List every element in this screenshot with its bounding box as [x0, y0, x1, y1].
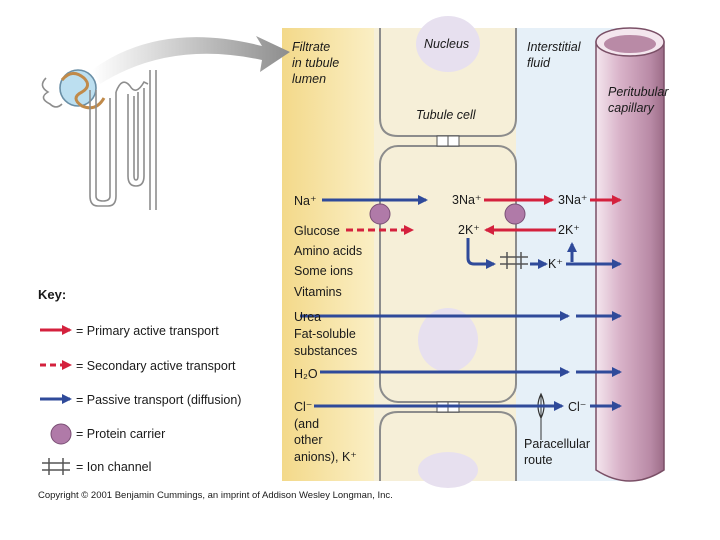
key-primary-label: = Primary active transport	[76, 324, 219, 338]
key-carrier-icon	[50, 423, 72, 445]
capillary-label-2: capillary	[608, 101, 655, 115]
label-others-3: anions), K⁺	[294, 450, 357, 464]
interstitial-label-2: fluid	[527, 56, 551, 70]
capillary-label-1: Peritubular	[608, 85, 669, 99]
key-channel-icon	[42, 458, 70, 475]
label-fat-1: Fat-soluble	[294, 327, 356, 341]
copyright: Copyright © 2001 Benjamin Cummings, an i…	[38, 490, 393, 501]
nucleus-middle	[418, 308, 478, 372]
zoom-arrow	[92, 36, 290, 84]
lumen-label-1: Filtrate	[292, 40, 330, 54]
interstitial-label-1: Interstitial	[527, 40, 582, 54]
key-passive-label: = Passive transport (diffusion)	[76, 393, 241, 407]
label-others-2: other	[294, 433, 323, 447]
label-2k-cell: 2K⁺	[458, 223, 480, 237]
protein-carrier-apical	[369, 203, 391, 225]
label-glucose: Glucose	[294, 224, 340, 238]
label-some-ions: Some ions	[294, 264, 353, 278]
nucleus-label: Nucleus	[424, 37, 469, 51]
key-carrier-label: = Protein carrier	[76, 427, 165, 441]
label-urea: Urea	[294, 310, 321, 324]
key-channel-label: = Ion channel	[76, 460, 151, 474]
ion-channel-basolateral	[500, 252, 528, 269]
label-na: Na⁺	[294, 194, 317, 208]
lumen-label-3: lumen	[292, 72, 326, 86]
nucleus-bottom	[418, 452, 478, 488]
label-k-out: K⁺	[548, 257, 563, 271]
label-paracellular-1: Paracellular	[524, 437, 590, 451]
tubule-cell-label: Tubule cell	[416, 108, 477, 122]
key-title: Key:	[38, 287, 66, 302]
transport-arrows	[300, 195, 622, 411]
label-cl-out: Cl⁻	[568, 400, 586, 414]
label-cl: Cl⁻	[294, 400, 312, 414]
label-3na-cell: 3Na⁺	[452, 193, 482, 207]
protein-carrier-basolateral	[504, 203, 526, 225]
label-h2o: H₂O	[294, 367, 318, 381]
arrow-k-leak	[466, 238, 496, 269]
label-2k-out: 2K⁺	[558, 223, 580, 237]
label-vitamins: Vitamins	[294, 285, 342, 299]
nephron-sketch	[41, 69, 157, 210]
label-others-1: (and	[294, 417, 319, 431]
lumen-label-2: in tubule	[292, 56, 339, 70]
label-amino: Amino acids	[294, 244, 362, 258]
key-secondary-label: = Secondary active transport	[76, 359, 236, 373]
nucleus-top	[416, 16, 480, 72]
label-3na-out: 3Na⁺	[558, 193, 588, 207]
label-fat-2: substances	[294, 344, 357, 358]
label-paracellular-2: route	[524, 453, 553, 467]
